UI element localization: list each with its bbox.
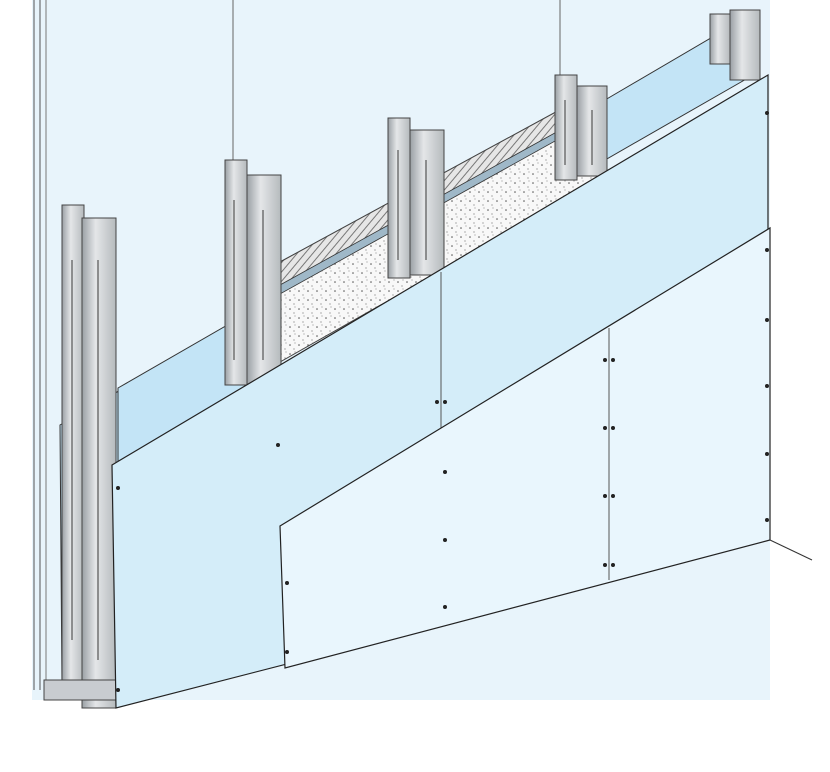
steel-studs — [43, 9, 761, 709]
screws — [116, 111, 769, 692]
stud-4 — [554, 74, 608, 181]
stud-5 — [709, 9, 761, 81]
floor-line — [769, 539, 813, 561]
stud-3 — [387, 117, 445, 279]
stud-1 — [43, 204, 120, 709]
